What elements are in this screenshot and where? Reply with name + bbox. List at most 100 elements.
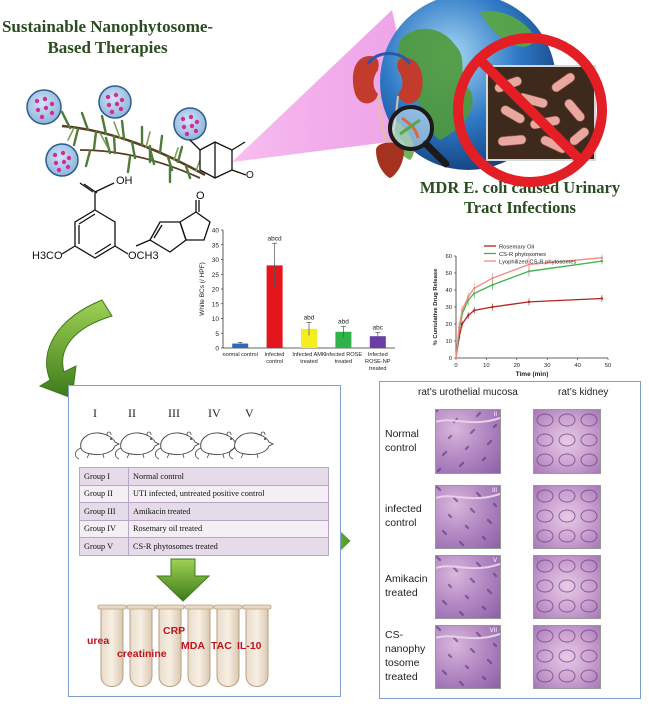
group-description: Amikacin treated [128,502,329,521]
line-x-tick-label: 40 [574,363,580,369]
group-name: Group II [79,484,129,503]
down-arrow-icon [155,558,211,602]
series-1-point [491,305,494,309]
series-3-point [454,356,458,360]
line-y-tick-label: 40 [446,288,452,294]
bacteria-inset [453,33,607,187]
col-header-urothelial: rat’s urothelial mucosa [418,387,518,398]
tube-label-2: creatinine [117,648,167,660]
group-name: Group IV [79,519,129,538]
histology-row-label-line: Amikacin [385,573,428,585]
histology-row-label-line: treated [385,671,418,683]
line-y-tick-label: 20 [446,322,452,328]
series-line-1 [455,297,602,359]
line-y-tick-label: 10 [446,339,452,345]
histology-tag: III [491,488,497,494]
tube-label-4: MDA [181,640,205,652]
series-line-3 [455,257,602,359]
group-numeral-4: IV [208,406,221,420]
line-y-tick-label: 0 [449,356,452,362]
series-2-point [491,283,494,287]
methoxy-left-label: H3CO [32,250,63,262]
group-name: Group V [79,537,129,556]
phytosome-4 [45,143,79,177]
histology-row-label-line: CS- [385,629,404,641]
rat-icon-2 [115,431,161,460]
series-1-point [600,297,604,300]
left-title-line1: Sustainable Nanophytosome- [1,17,214,36]
test-tubes [97,604,272,687]
group-description: Rosemary oil treated [128,519,329,538]
line-y-tick-label: 50 [446,271,452,277]
kidney-icon [352,52,423,178]
line-x-label: Time (min) [516,371,549,378]
rat-icons [75,431,275,687]
histology-row-label-line: nanophy [385,643,426,655]
group-description: UTI infected, untreated positive control [128,484,329,503]
histology-tag: II [493,412,497,418]
bicyclic-ketone-structure [135,200,211,253]
legend-label-2: CS-R phytosomes [499,252,546,258]
bar-y-tick-label: 35 [212,242,220,249]
histology-tag: VII [489,628,497,634]
right-title: MDR E. coli caused Urinary Tract Infecti… [395,178,645,218]
series-1-point [473,309,476,312]
bar-category-label-1: normal control [222,352,257,358]
bar-y-tick-label: 30 [212,257,220,264]
tube-label-5: TAC [211,640,232,652]
group-name: Group I [79,467,129,486]
right-title-line1: MDR E. coli caused Urinary [419,178,621,197]
line-x-tick-label: 50 [605,363,611,369]
tube-label-1: urea [87,635,110,647]
series-1-point [466,314,470,317]
focus-cone [232,10,420,162]
test-tube-3 [155,604,185,687]
phytosome-1 [26,89,62,125]
group-numeral-3: III [168,406,180,420]
nanophytosome-icons [26,85,207,177]
rat-icon-4 [195,431,241,460]
rosemary-icon [60,110,206,184]
test-tube-4 [184,604,214,687]
benzoic-acid-structure [61,182,129,259]
histology-row-label-line: treated [385,587,418,599]
right-title-line2: Tract Infections [464,198,576,217]
bar-y-tick-label: 10 [212,316,220,323]
line-y-tick-label: 30 [446,305,452,311]
histology-tag: V [492,558,497,564]
cineole-structure [189,139,247,179]
oh-label: OH [116,175,133,187]
bar-y-tick-label: 15 [212,301,220,308]
urothelial-image-2: III [435,485,501,549]
bar-annotation-4: abd [338,318,349,325]
kidney-image-4 [533,625,601,689]
kidney-image-2 [533,485,601,549]
histology-row-label-line: control [385,517,417,529]
tube-label-3: CRP [163,625,186,637]
group-description: CS-R phytosomes treated [128,537,329,556]
bar-2 [266,265,283,348]
series-3-point [466,295,470,298]
line-y-label: % Cumulative Drug Release [433,268,439,345]
rat-icon-1 [75,431,121,460]
bar-y-tick-label: 20 [212,287,220,294]
magnifier-icon [388,105,450,168]
bar-y-tick-label: 25 [212,272,220,279]
line-x-tick-label: 20 [514,363,520,369]
test-tube-2 [126,604,156,687]
bar-y-tick-label: 5 [215,331,219,338]
